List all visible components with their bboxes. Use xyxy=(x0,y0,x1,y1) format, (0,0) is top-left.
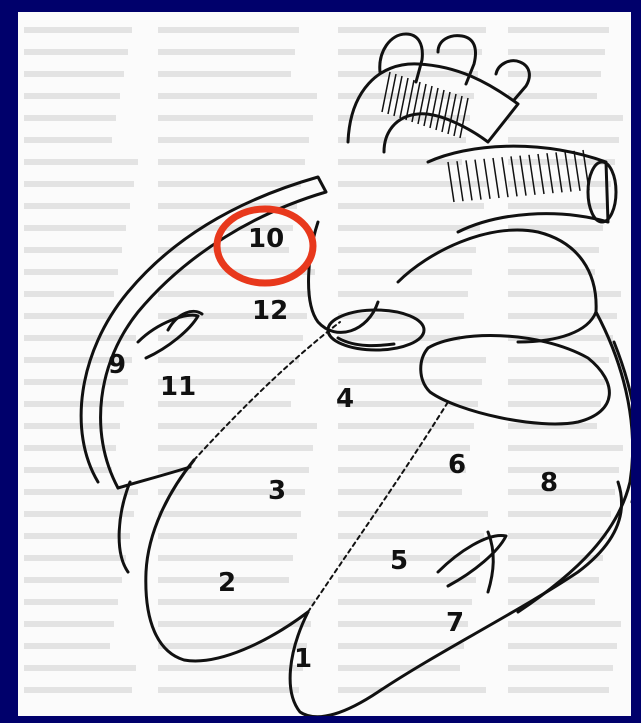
vessel-hatch-line xyxy=(424,86,432,126)
label-8: 8 xyxy=(540,470,558,496)
vessel-hatch-line xyxy=(388,74,396,114)
vessel-hatch-line xyxy=(565,152,571,192)
label-11: 11 xyxy=(160,374,196,400)
aorta-branch-3 xyxy=(496,61,529,100)
vessel-hatch-line xyxy=(466,160,472,200)
left-auricle xyxy=(398,230,596,342)
pulmonary-opening xyxy=(588,162,616,222)
vessel-hatch-line xyxy=(436,90,444,130)
vessel-hatch-line xyxy=(448,162,454,202)
vessel-hatch-line xyxy=(484,159,490,199)
vessel-hatch-line xyxy=(547,153,553,193)
diagram-panel: 1 2 3 4 5 6 7 8 9 10 11 12 xyxy=(18,12,631,716)
mitral-opening xyxy=(421,336,610,424)
papillary-muscle-right xyxy=(138,315,198,358)
vessel-hatch-line xyxy=(412,82,420,122)
vessel-hatch-line xyxy=(418,84,426,124)
label-7: 7 xyxy=(446,610,464,636)
septum-dashed-1 xyxy=(194,322,340,460)
aortic-arch xyxy=(348,64,518,152)
right-ventricle-wall xyxy=(81,177,326,488)
vessel-hatch-line xyxy=(430,88,438,128)
vessel-hatch-line xyxy=(475,160,481,200)
vessel-hatch-line xyxy=(460,98,468,138)
vessel-hatch-line xyxy=(520,156,526,196)
septum-dashed-2 xyxy=(308,402,448,612)
apex-flap xyxy=(290,482,621,716)
label-9: 9 xyxy=(108,352,126,378)
papillary-muscle-left xyxy=(438,535,506,586)
label-2: 2 xyxy=(218,570,236,596)
vessel-hatch-line xyxy=(511,156,517,196)
vessel-hatch-line xyxy=(493,158,499,198)
label-12: 12 xyxy=(252,298,288,324)
vessel-hatch-line xyxy=(574,151,580,191)
vessel-hatch-line xyxy=(502,157,508,197)
vessel-hatch-line xyxy=(448,94,456,134)
vessel-hatch-line xyxy=(457,161,463,201)
vessel-hatch-line xyxy=(538,154,544,194)
aortic-valve-ring xyxy=(328,310,424,350)
label-5: 5 xyxy=(390,548,408,574)
vessel-hatch-line xyxy=(556,152,562,192)
label-3: 3 xyxy=(268,478,286,504)
label-1: 1 xyxy=(294,646,312,672)
vessel-hatch-line xyxy=(400,78,408,118)
label-10: 10 xyxy=(248,226,284,252)
aorta-branch-1 xyxy=(380,34,423,82)
label-6: 6 xyxy=(448,452,466,478)
vessel-hatch-line xyxy=(394,76,402,116)
label-4: 4 xyxy=(336,386,354,412)
vessel-hatch-line xyxy=(454,96,462,136)
pulmonary-artery xyxy=(428,146,608,232)
left-ventricle-wall xyxy=(518,312,631,612)
vessel-hatch-line xyxy=(382,72,390,112)
vessel-hatch-line xyxy=(529,155,535,195)
vessel-hatch-line xyxy=(442,92,450,132)
